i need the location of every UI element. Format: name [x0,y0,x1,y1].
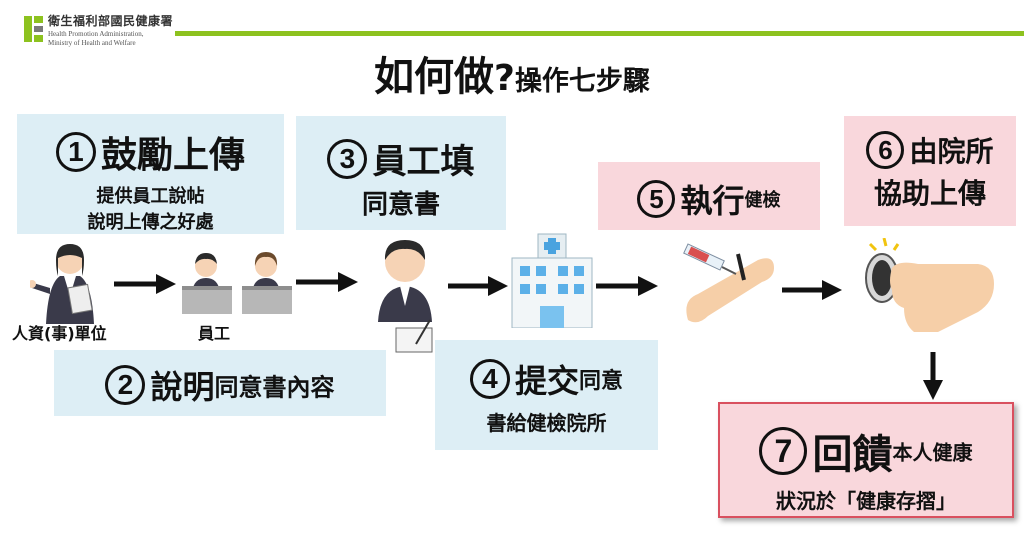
step-2-number: 2 [105,365,146,405]
arrow-step5-to-step6 [782,280,842,300]
org-name-en-line1: Health Promotion Administration, [48,30,144,38]
hr-unit-label: 人資(事)單位 [12,324,107,343]
step-1-number: 1 [55,132,96,172]
arrow-hr-to-employees [114,274,176,294]
step-5-title-small: 健檢 [744,190,781,211]
step-7-desc-line-1: 狀況於「健康存摺」 [776,489,956,513]
hpa-logo: 衛生福利部國民健康署 Health Promotion Administrati… [24,12,174,52]
step-6-title: 由院所 [909,135,994,168]
org-name-en-line2: Ministry of Health and Welfare [48,39,136,47]
employee-signing-illustration [378,240,433,353]
arrow-employees-to-step3 [296,272,358,292]
step-4-number: 4 [469,359,510,399]
step-2-box: 2 說明同意書內容 [54,350,386,416]
employees-illustration [182,252,292,314]
thumbs-press-button-illustration [865,238,994,332]
arrow-step3-to-hospital [448,276,508,296]
step-7-title-small: 本人健康 [892,440,973,465]
step-5-title: 執行 [680,182,745,220]
employees-label: 員工 [198,324,231,343]
step-1-title: 鼓勵上傳 [101,135,246,176]
step-6-desc-line-1: 協助上傳 [873,177,986,210]
header-accent-bar [175,31,1024,36]
step-4-box: 4 提交同意 書給健檢院所 [435,340,658,450]
step-7-number: 7 [759,427,808,475]
step-3-number: 3 [327,138,368,179]
title-sub: 操作七步驟 [514,66,650,97]
step-4-title-small: 同意 [579,369,624,394]
step-3-box: 3 員工填 同意書 [296,116,506,230]
arrow-hospital-to-step5 [596,276,658,296]
step-7-box: 7 回饋本人健康 狀況於「健康存摺」 [718,402,1014,518]
title-main: 如何做 [374,54,495,100]
step-1-box: 1 鼓勵上傳 提供員工說帖 說明上傳之好處 [17,114,284,234]
step-6-number: 6 [866,131,905,169]
hpa-logo-icon [24,16,43,42]
step-4-title: 提交 [515,362,580,400]
step-2-title-small: 同意書內容 [214,373,335,402]
step-3-title: 員工填 [372,142,475,182]
title-question-mark: ? [494,58,515,99]
step-6-box: 6 由院所 協助上傳 [844,116,1016,226]
hr-person-illustration [30,244,94,324]
arrow-step6-to-step7 [923,352,943,400]
step-7-title: 回饋 [812,432,893,478]
step-3-desc-line-1: 同意書 [361,190,440,220]
step-1-desc-line-2: 說明上傳之好處 [87,212,214,233]
page-title: 如何做?操作七步驟 [0,44,1024,102]
step-5-box: 5 執行健檢 [598,162,820,230]
step-2-title: 說明 [150,368,215,406]
injection-icon [683,243,774,323]
org-name-zh: 衛生福利部國民健康署 [48,14,174,28]
step-5-number: 5 [637,180,676,218]
step-4-desc-line-1: 書給健檢院所 [486,411,607,435]
step-1-desc-line-1: 提供員工說帖 [96,186,205,207]
org-name-en: Health Promotion Administration, Ministr… [48,30,143,48]
hospital-icon [511,233,593,328]
